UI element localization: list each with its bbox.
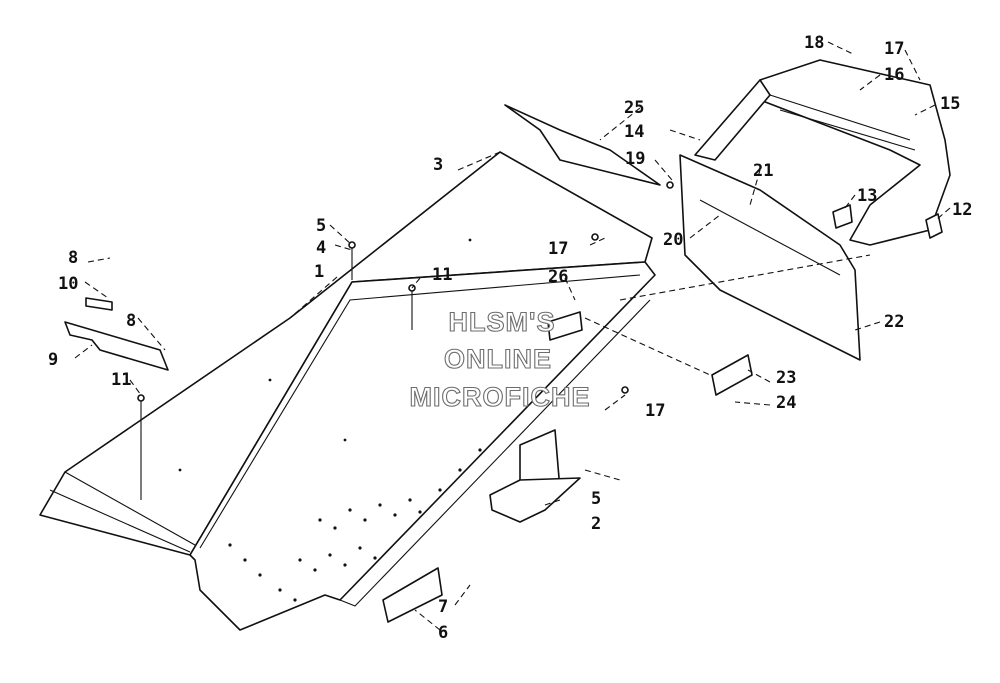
callout-1: 1	[314, 262, 324, 282]
callout-2: 2	[591, 514, 601, 534]
callout-8b: 8	[126, 311, 136, 331]
fastener-posts	[137, 181, 674, 500]
callout-17b: 17	[884, 39, 904, 59]
cover-part-25	[504, 104, 661, 186]
bracket-part-26	[547, 311, 583, 341]
callout-26: 26	[548, 267, 568, 287]
callout-23: 23	[776, 368, 796, 388]
watermark-line-2: ONLINE	[444, 344, 552, 374]
tunnel-panel	[39, 151, 656, 631]
callout-6: 6	[438, 623, 448, 643]
callout-10: 10	[58, 274, 78, 294]
callout-11b: 11	[432, 265, 452, 285]
callout-7: 7	[438, 597, 448, 617]
bracket-part-2	[489, 429, 581, 523]
clip-part-12	[925, 213, 943, 239]
callout-5a: 5	[316, 216, 326, 236]
rear-bumper	[694, 59, 951, 246]
callout-24: 24	[776, 393, 796, 413]
callout-4: 4	[316, 238, 326, 258]
watermark-line-3: MICROFICHE	[410, 382, 591, 412]
leader-lines	[74, 41, 951, 631]
callout-20: 20	[663, 230, 683, 250]
watermark: HLSM'S ONLINE MICROFICHE	[409, 306, 591, 412]
callout-21: 21	[753, 161, 773, 181]
rear-flap-part-22	[679, 154, 861, 361]
callout-3: 3	[433, 155, 443, 175]
callout-14: 14	[624, 122, 644, 142]
callout-labels: 1 2 3 4 5 5 6 7 8 8 9 10 11 11 12 13 14 …	[48, 33, 972, 643]
callout-18: 18	[804, 33, 824, 53]
callout-11a: 11	[111, 370, 131, 390]
bracket-part-9	[64, 321, 169, 371]
perforation-pattern	[178, 238, 482, 602]
callout-19: 19	[625, 149, 645, 169]
callout-17c: 17	[645, 401, 665, 421]
callout-8a: 8	[68, 248, 78, 268]
callout-13: 13	[857, 186, 877, 206]
strip-part-10	[85, 297, 113, 311]
callout-22: 22	[884, 312, 904, 332]
callout-16: 16	[884, 65, 904, 85]
bracket-part-23	[711, 354, 753, 396]
plate-part-6	[382, 567, 443, 623]
callout-9: 9	[48, 350, 58, 370]
callout-5b: 5	[591, 489, 601, 509]
callout-17a: 17	[548, 239, 568, 259]
callout-15: 15	[940, 94, 960, 114]
clip-part-13	[832, 204, 853, 229]
callout-12: 12	[952, 200, 972, 220]
callout-25: 25	[624, 98, 644, 118]
watermark-line-1: HLSM'S	[449, 307, 556, 337]
